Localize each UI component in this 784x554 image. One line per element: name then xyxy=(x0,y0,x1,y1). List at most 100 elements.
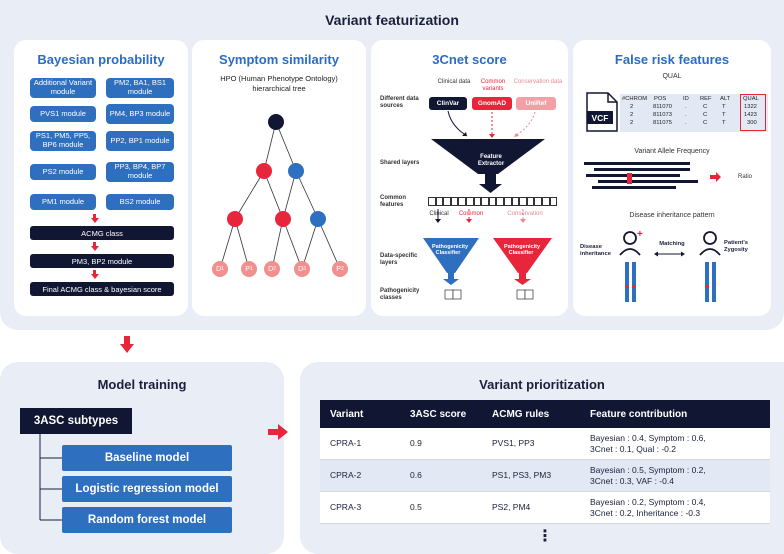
vcf-label: VCF xyxy=(591,113,609,123)
ratio-label: Ratio xyxy=(738,174,753,180)
vcf-cell: . xyxy=(685,120,687,126)
asc-subtypes-root: 3ASC subtypes xyxy=(20,408,132,434)
cell-score: 0.9 xyxy=(400,428,482,460)
patient-zygosity-label: Patient's Zygosity xyxy=(724,240,748,253)
classifier-blue-label: Pathogenicity Classifier xyxy=(432,244,469,257)
qual-title: QUAL xyxy=(662,73,682,80)
tree-node xyxy=(256,163,272,179)
feature-cell xyxy=(542,197,550,206)
vcf-header-ref: REF xyxy=(700,96,712,102)
tree-node xyxy=(288,163,304,179)
contribution-line2: 3Cnet : 0.2, Inheritance : -0.3 xyxy=(590,507,701,518)
label-pathogenicity-classes: Pathogenicity classes xyxy=(380,288,420,302)
feature-cell xyxy=(511,197,520,206)
label-shared-layers: Shared layers xyxy=(380,160,420,166)
bayes-module-right-0: PM2, BA1, BS1 module xyxy=(106,78,174,98)
feature-cell xyxy=(481,197,489,206)
cell-contribution: Bayesian : 0.5, Symptom : 0.2,3Cnet : 0.… xyxy=(580,459,770,492)
pm3-module-bar: PM3, BP2 module xyxy=(30,254,174,268)
source-header-conservation: Conservation data xyxy=(513,79,563,85)
leaf-letter: P xyxy=(245,265,250,273)
vcf-cell: 300 xyxy=(747,120,757,126)
header-feature-contribution: Feature contribution xyxy=(580,400,770,428)
contribution-line2: 3Cnet : 0.3, VAF : -0.4 xyxy=(590,475,674,486)
cell-score: 0.5 xyxy=(400,491,482,524)
cnet-title: 3Cnet score xyxy=(432,52,507,67)
baseline-model: Baseline model xyxy=(62,445,232,471)
inheritance-title: Disease inheritance pattern xyxy=(629,212,715,219)
vcf-cell: T xyxy=(722,112,726,118)
leaf-letter: D xyxy=(268,265,274,273)
feature-cell xyxy=(488,197,497,206)
contribution-line1: Bayesian : 0.5, Symptom : 0.2, xyxy=(590,464,706,475)
bayes-module-left-0: Additional Variant module xyxy=(30,78,96,98)
vcf-cell: 1423 xyxy=(744,112,757,118)
hpo-subtitle-line2: hierarchical tree xyxy=(252,83,306,93)
table-header-row: Variant 3ASC score ACMG rules Feature co… xyxy=(320,400,770,428)
arrow-down-icon xyxy=(93,214,96,218)
feature-cell xyxy=(450,197,459,206)
classifier-red-label: Pathogenicity Classifier xyxy=(504,244,541,257)
disease-inheritance-label: Disease inheritance xyxy=(580,244,611,257)
bayes-module-right-1: PM4, BP3 module xyxy=(106,104,174,124)
header-acmg-rules: ACMG rules xyxy=(482,400,580,428)
inheritance-graphic: + xyxy=(619,229,721,302)
tree-node xyxy=(227,211,243,227)
qual-column-highlight xyxy=(740,94,766,131)
model-training-title: Model training xyxy=(97,377,187,392)
branch-clinical: Clinical xyxy=(429,211,449,217)
cell-score: 0.6 xyxy=(400,459,482,492)
vcf-cell: 2 xyxy=(630,104,634,110)
tree-node xyxy=(275,211,291,227)
feature-cell xyxy=(435,197,444,206)
contribution-line2: 3Cnet : 0.1, Qual : -0.2 xyxy=(590,443,676,454)
bayes-module-left-3: PS2 module xyxy=(30,164,96,180)
false-risk-panel: False risk features QUAL xyxy=(573,40,771,316)
acmg-class-bar: ACMG class xyxy=(30,226,174,240)
false-risk-title: False risk features xyxy=(614,52,730,67)
vcf-cell: C xyxy=(703,120,708,126)
arrow-down-icon xyxy=(93,242,96,246)
leaf-subscript: 2 xyxy=(340,266,344,272)
vcf-header-pos: POS xyxy=(654,96,667,102)
arrow-down-icon xyxy=(90,274,99,279)
vcf-cell: . xyxy=(685,104,687,110)
arrow-down-icon xyxy=(93,270,96,274)
bayes-module-left-1: PVS1 module xyxy=(30,106,96,122)
vcf-cell: 811073 xyxy=(653,112,672,118)
vcf-cell: . xyxy=(685,112,687,118)
vcf-table-bg xyxy=(620,94,768,132)
prioritization-table: Variant 3ASC score ACMG rules Feature co… xyxy=(320,400,770,524)
leaf-subscript: 2 xyxy=(273,266,276,272)
tree-root-node xyxy=(268,114,284,130)
vcf-cell: 811070 xyxy=(653,104,672,110)
cell-rules: PS1, PS3, PM3 xyxy=(482,459,580,492)
vcf-header-alt: ALT xyxy=(720,96,731,102)
contribution-line1: Bayesian : 0.4, Symptom : 0.6, xyxy=(590,432,706,443)
feature-cell xyxy=(526,197,535,206)
feature-cell xyxy=(428,197,436,206)
cell-variant: CPRA-2 xyxy=(320,459,400,492)
leaf-letter: D xyxy=(216,265,222,273)
leaf-subscript: 1 xyxy=(221,266,224,272)
source-header-common: Common variants xyxy=(480,79,506,92)
bayes-module-right-4: BS2 module xyxy=(106,194,174,210)
header-score: 3ASC score xyxy=(400,400,482,428)
featurization-title: Variant featurization xyxy=(325,12,459,28)
cnet-panel: 3Cnet score xyxy=(371,40,568,316)
vcf-file-icon xyxy=(586,92,618,132)
bayes-module-left-2: PS1, PM5, PP5, BP6 module xyxy=(30,131,96,151)
leaf-subscript: 3 xyxy=(303,266,306,272)
arrow-down-icon xyxy=(120,336,134,353)
random-forest-model: Random forest model xyxy=(62,507,232,533)
vcf-cell: 2 xyxy=(630,112,634,118)
feature-cell xyxy=(534,197,542,206)
vcf-cell: T xyxy=(722,120,726,126)
cell-rules: PS2, PM4 xyxy=(482,491,580,524)
matching-label: Matching xyxy=(659,241,685,247)
symptom-title: Symptom similarity xyxy=(219,52,339,67)
vcf-header-chrom: #CHROM xyxy=(622,96,648,102)
